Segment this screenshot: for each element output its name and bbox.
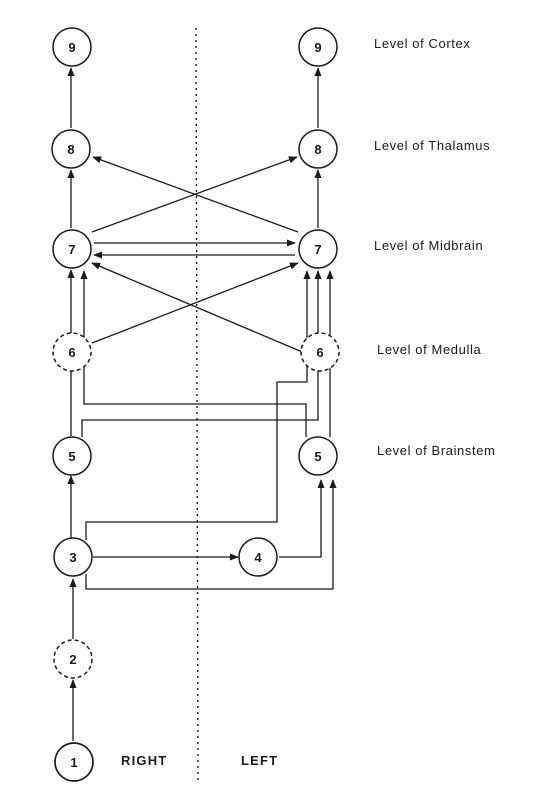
node-right-9 [52, 27, 92, 67]
node-right-6-label: 6 [68, 345, 75, 360]
node-right-1 [54, 742, 94, 782]
edge-r3-l5 [85, 479, 337, 590]
midline-divider [195, 27, 199, 783]
node-right-3 [53, 537, 93, 577]
node-left-7 [298, 229, 338, 269]
node-right-5 [52, 436, 92, 476]
node-left-5 [298, 436, 338, 476]
node-right-1-label: 1 [70, 755, 77, 770]
node-right-9-label: 9 [68, 40, 75, 55]
node-left-9 [298, 27, 338, 67]
node-left-6 [300, 332, 340, 372]
node-right-7-label: 7 [68, 242, 75, 257]
pathway-connections [67, 67, 337, 741]
level-label-cortex: Level of Cortex [374, 36, 470, 51]
level-label-brainstem: Level of Brainstem [377, 443, 495, 458]
edge-l5-r7 [80, 270, 307, 437]
side-label-right: RIGHT [121, 753, 167, 768]
node-left-8-label: 8 [314, 142, 321, 157]
edge-l4-l5 [279, 479, 325, 558]
node-right-5-label: 5 [68, 449, 75, 464]
level-label-medulla: Level of Medulla [377, 342, 481, 357]
edge-l7-r8 [92, 156, 299, 233]
node-left-9-label: 9 [314, 40, 321, 55]
edge-r6-l7 [91, 262, 299, 344]
node-left-4-label: 4 [254, 550, 262, 565]
level-labels: Level of Cortex Level of Thalamus Level … [374, 36, 495, 458]
node-right-3-label: 3 [69, 550, 76, 565]
edge-r5-l7a [81, 270, 322, 437]
node-left-5-label: 5 [314, 449, 321, 464]
side-label-left: LEFT [241, 753, 278, 768]
level-label-midbrain: Level of Midbrain [374, 238, 483, 253]
node-right-7 [52, 229, 92, 269]
node-left-8 [298, 129, 338, 169]
node-left-7-label: 7 [314, 242, 321, 257]
node-left-6-label: 6 [316, 345, 323, 360]
nuclei: 9 8 7 6 5 3 2 1 9 8 7 6 5 4 [51, 27, 340, 782]
level-label-thalamus: Level of Thalamus [374, 138, 490, 153]
node-right-6 [52, 332, 92, 372]
node-right-8-label: 8 [67, 142, 74, 157]
node-right-2-label: 2 [69, 652, 76, 667]
node-left-4 [238, 537, 278, 577]
node-right-2 [53, 639, 93, 679]
edge-l6-r7 [91, 262, 308, 355]
node-right-8 [51, 129, 91, 169]
